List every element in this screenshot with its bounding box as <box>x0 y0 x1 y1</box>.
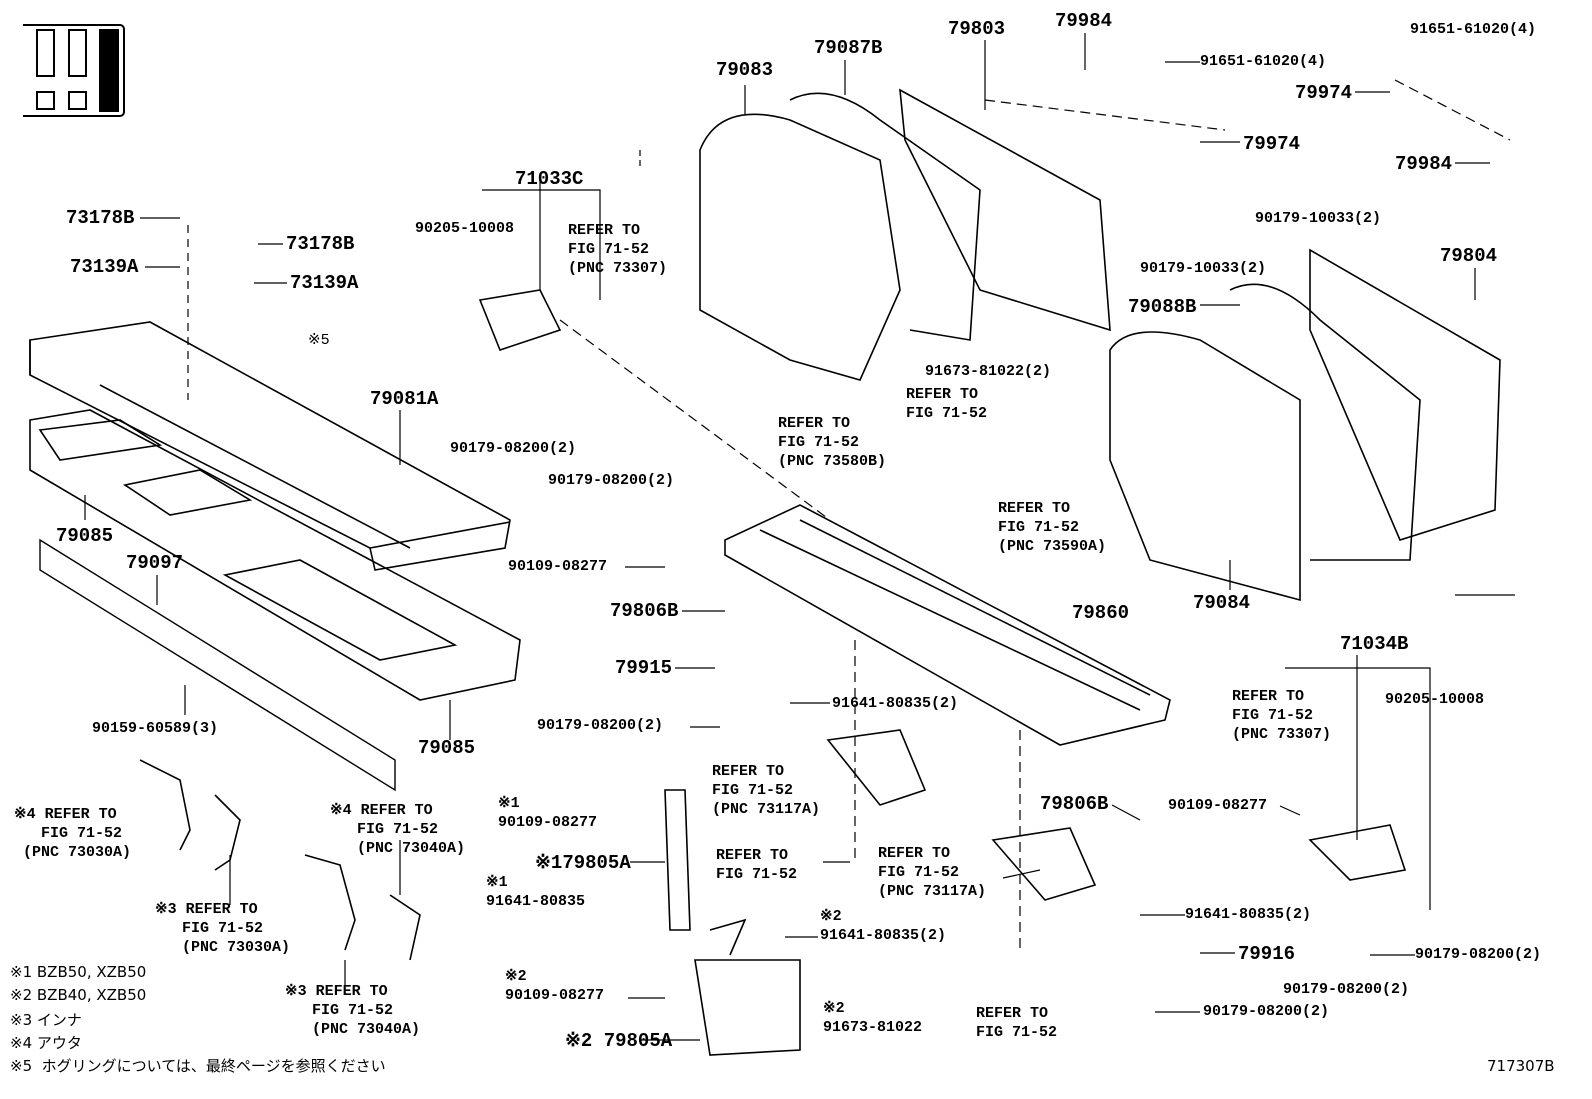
part-label: 79097 <box>126 552 184 574</box>
reference-label: REFER TO FIG 71-52 <box>716 847 798 884</box>
note-marker: ※5 <box>308 332 330 349</box>
reference-label: REFER TO FIG 71-52 (PNC 73117A) <box>878 845 987 901</box>
part-label: ※1 90109-08277 <box>498 795 598 832</box>
seat-cushion-drawing <box>29 321 521 701</box>
note-1: ※1 BZB50, XZB50 <box>10 963 147 981</box>
part-label: 79081A <box>370 388 439 410</box>
reference-label: REFER TO FIG 71-52 <box>906 386 988 423</box>
seatback-drawings <box>699 88 1501 602</box>
part-label: 79974 <box>1243 133 1301 155</box>
part-label: ※2 91641-80835(2) <box>820 908 947 945</box>
part-label: 71034B <box>1340 633 1409 655</box>
part-label: 90179-08200(2) <box>537 717 664 734</box>
reference-label: ※3 REFER TO FIG 71-52 (PNC 73030A) <box>155 901 291 957</box>
part-label: 91673-81022(2) <box>925 363 1052 380</box>
part-label: 91651-61020(4) <box>1410 21 1537 38</box>
part-label: 79806B <box>610 600 679 622</box>
part-label: 79915 <box>615 657 673 679</box>
reference-label: REFER TO FIG 71-52 (PNC 73580B) <box>778 415 887 471</box>
part-label: 79974 <box>1295 82 1353 104</box>
leader-lines <box>84 33 1515 1041</box>
part-label: 90179-10033(2) <box>1140 260 1267 277</box>
seat-layout-icon <box>23 24 125 117</box>
note-4: ※4 アウタ <box>10 1034 82 1052</box>
part-label: 79916 <box>1238 943 1296 965</box>
part-label: 73139A <box>70 256 139 278</box>
part-label: 91641-80835(2) <box>1185 906 1312 923</box>
note-5: ※5 ホグリングについては、最終ページを参照ください <box>10 1057 386 1075</box>
part-label: 73178B <box>286 233 355 255</box>
part-label: 73178B <box>66 207 135 229</box>
part-label: 79984 <box>1055 10 1113 32</box>
part-label: 90179-08200(2) <box>450 440 577 457</box>
reference-label: ※3 REFER TO FIG 71-52 (PNC 73040A) <box>285 983 421 1039</box>
figure-id: 717307B <box>1487 1057 1555 1075</box>
reference-label: REFER TO FIG 71-52 (PNC 73307) <box>1232 688 1332 744</box>
part-label: 90205-10008 <box>1385 691 1485 708</box>
part-label: 79803 <box>948 18 1006 40</box>
seat-frame-drawing <box>724 504 1171 746</box>
part-label: 90179-10033(2) <box>1255 210 1382 227</box>
reference-label: REFER TO FIG 71-52 (PNC 73590A) <box>998 500 1107 556</box>
trays-and-brackets <box>478 289 1407 1056</box>
note-2: ※2 BZB40, XZB50 <box>10 986 147 1004</box>
part-label: 79806B <box>1040 793 1109 815</box>
part-label: 90109-08277 <box>1168 797 1268 814</box>
reference-label: ※4 REFER TO FIG 71-52 (PNC 73030A) <box>14 806 132 862</box>
part-label: 73139A <box>290 272 359 294</box>
part-label: 79860 <box>1072 602 1130 624</box>
part-label: ※2 90109-08277 <box>505 968 605 1005</box>
part-label: ※2 79805A <box>565 1030 673 1052</box>
part-label: 91641-80835(2) <box>832 695 959 712</box>
reference-label: REFER TO FIG 71-52 <box>976 1005 1058 1042</box>
part-label: 79087B <box>814 37 883 59</box>
part-label: 90179-08200(2) <box>548 472 675 489</box>
part-label: 90159-60589(3) <box>92 720 219 737</box>
part-label: ※179805A <box>535 852 631 874</box>
part-label: 90205-10008 <box>415 220 515 237</box>
part-label: 79085 <box>56 525 114 547</box>
part-label: 79084 <box>1193 592 1251 614</box>
part-label: 91651-61020(4) <box>1200 53 1327 70</box>
part-label: 71033C <box>515 168 584 190</box>
part-label: 90109-08277 <box>508 558 608 575</box>
reference-label: REFER TO FIG 71-52 (PNC 73307) <box>568 222 668 278</box>
note-3: ※3 インナ <box>10 1011 82 1029</box>
part-label: ※1 91641-80835 <box>486 874 586 911</box>
part-label: 79088B <box>1128 296 1197 318</box>
reference-label: ※4 REFER TO FIG 71-52 (PNC 73040A) <box>330 802 466 858</box>
part-label: 90179-08200(2) <box>1415 946 1542 963</box>
mat-drawing <box>39 538 396 792</box>
reference-label: REFER TO FIG 71-52 (PNC 73117A) <box>712 763 821 819</box>
part-label: ※2 91673-81022 <box>823 1000 923 1037</box>
part-label: 90179-08200(2) <box>1203 1003 1330 1020</box>
part-label: 90179-08200(2) <box>1283 981 1410 998</box>
part-label: 79984 <box>1395 153 1453 175</box>
part-label: 79083 <box>716 59 774 81</box>
part-label: 79804 <box>1440 245 1498 267</box>
seatbelt-drawings <box>139 759 421 961</box>
part-label: 79085 <box>418 737 476 759</box>
